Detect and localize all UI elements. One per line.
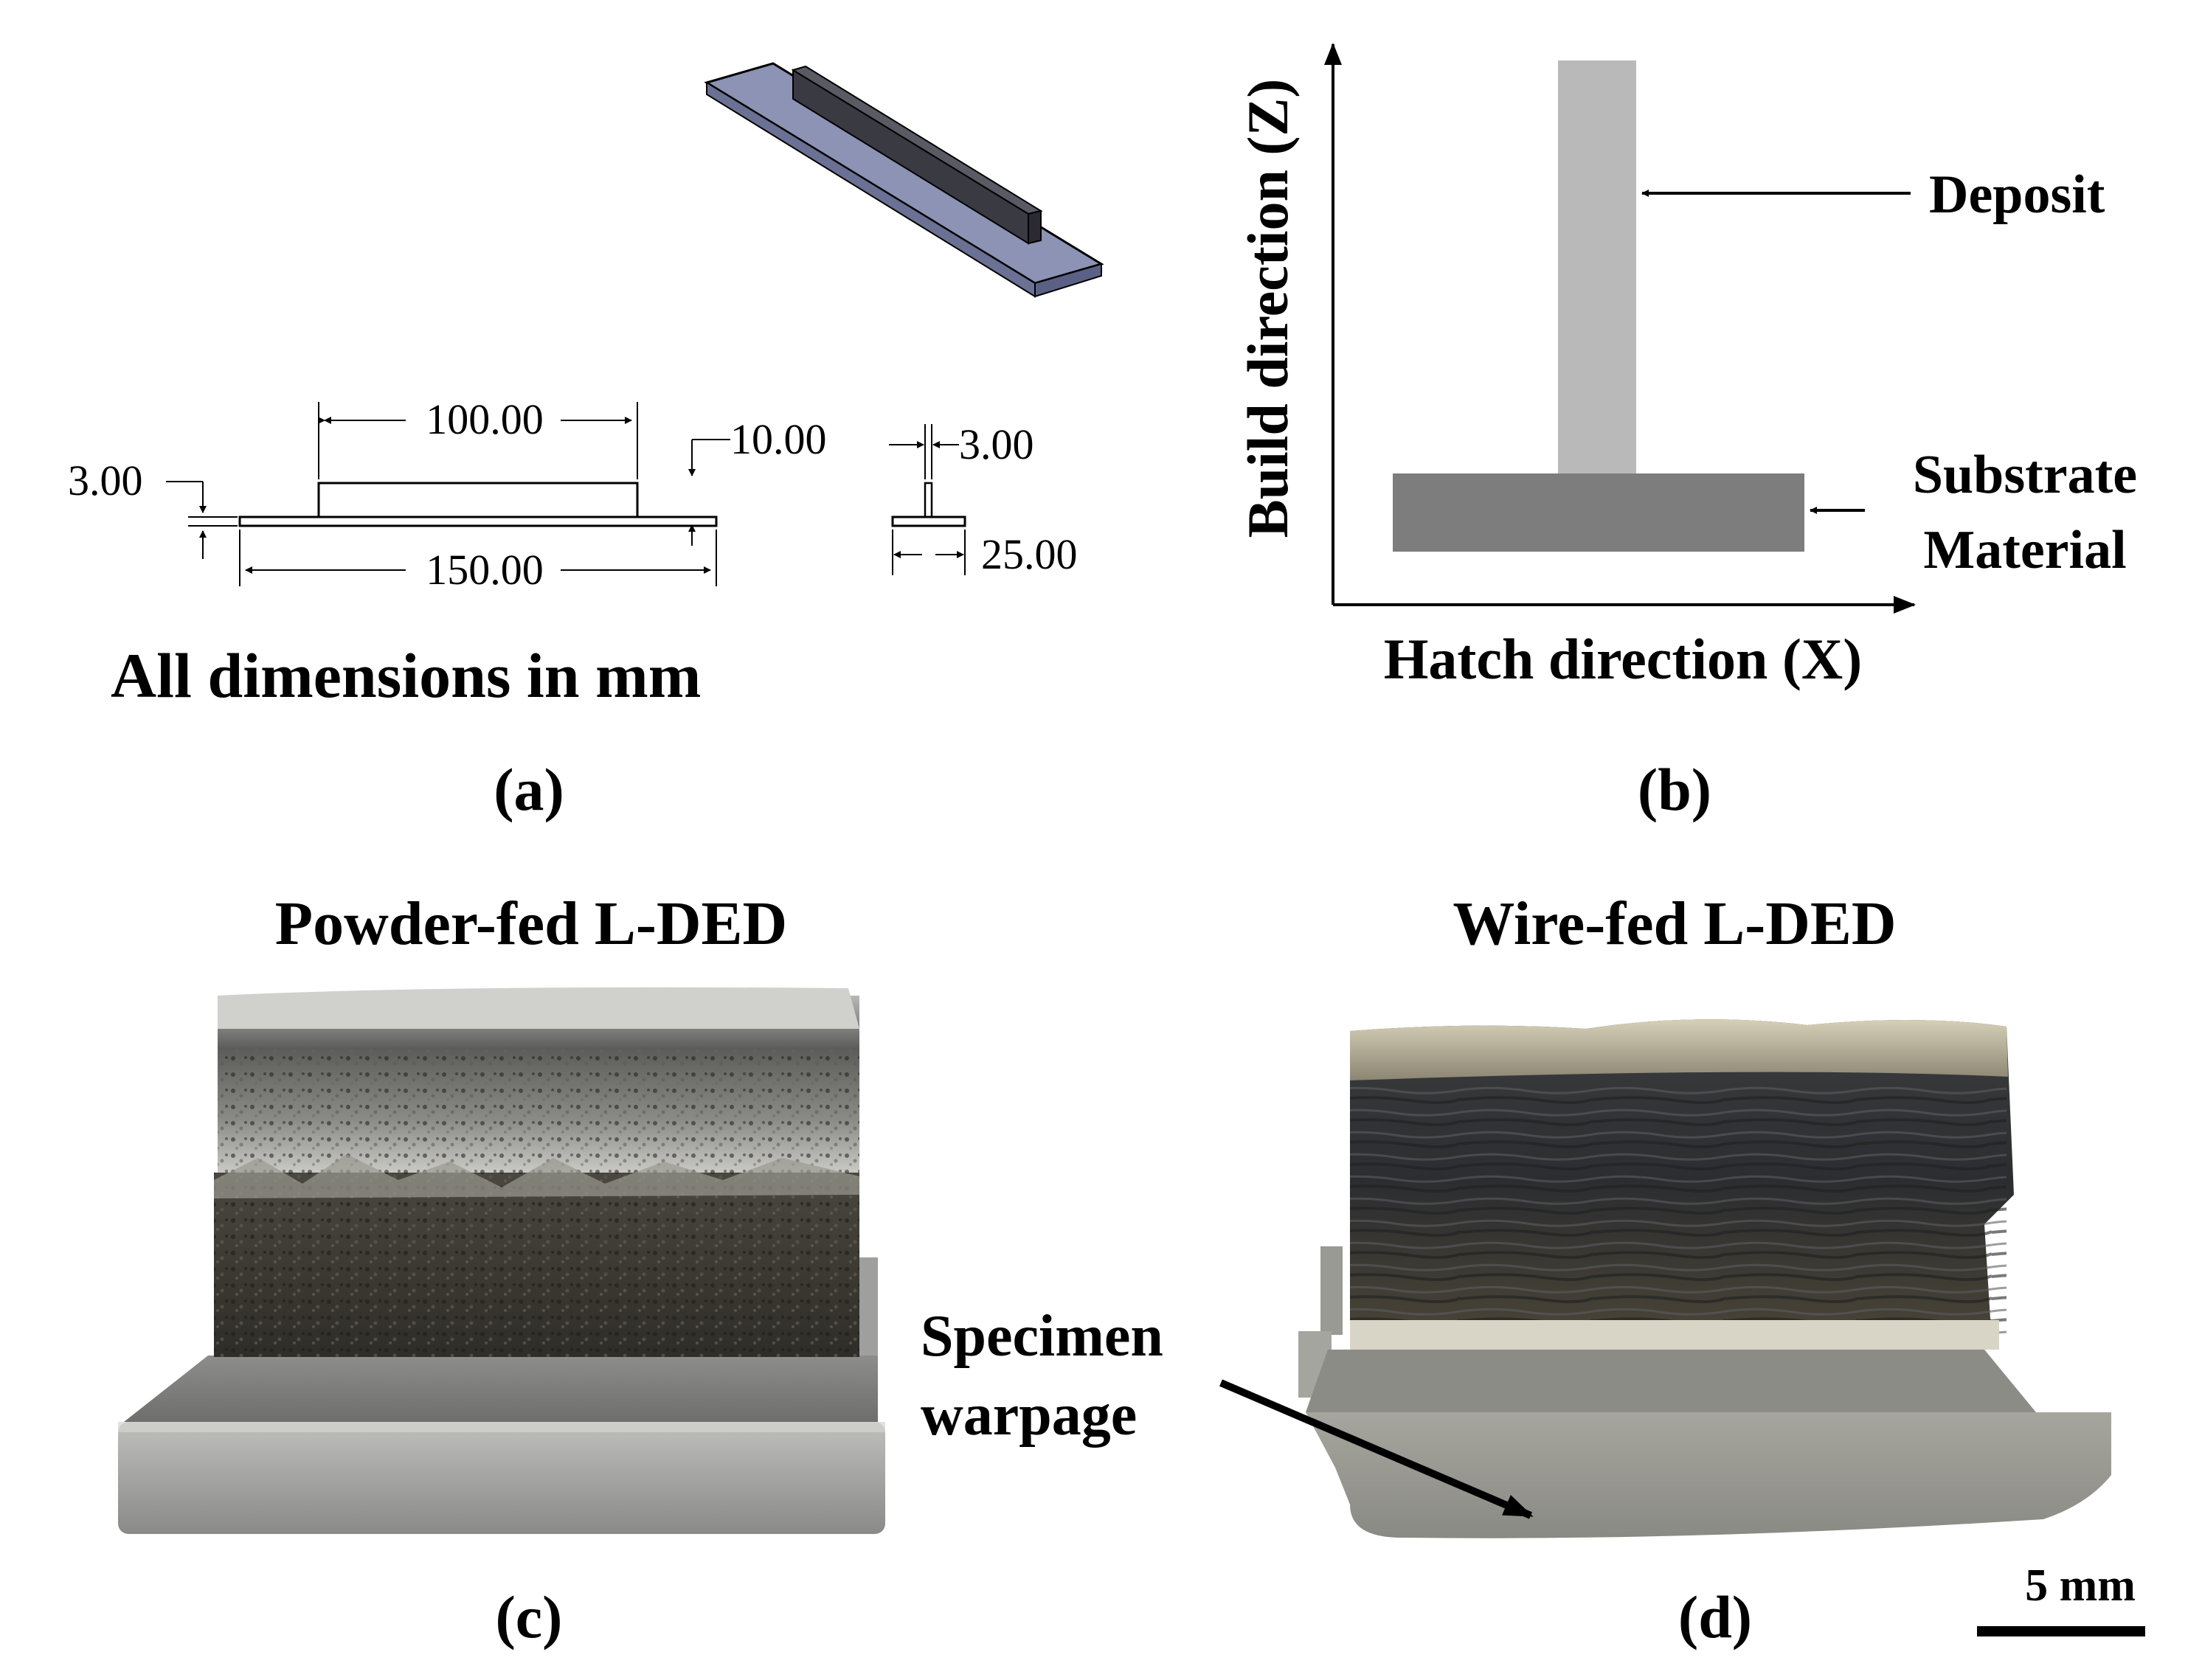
powder-plate-top: [124, 1356, 878, 1422]
warpage-arrow: [1219, 1379, 1534, 1519]
units-caption: All dimensions in mm: [111, 640, 701, 711]
warpage-label-line1: Specimen: [921, 1304, 1163, 1369]
isometric-part-view: [704, 62, 1104, 298]
wire-plate-top: [1306, 1350, 2036, 1412]
iso-deposit-wall-end: [1028, 209, 1042, 245]
panel-label-a: (a): [494, 756, 564, 823]
dim-label-3-right: 3.00: [959, 420, 1034, 468]
y-axis-label: Build direction (Z): [1236, 79, 1300, 538]
warpage-label-line2: warpage: [921, 1383, 1137, 1448]
dimension-drawing-end: [889, 424, 966, 575]
side-plate-outline: [238, 516, 718, 527]
side-wall-outline: [317, 482, 639, 518]
wire-fed-specimen-photo: [1298, 1019, 2111, 1538]
x-axis-label: Hatch direction (X): [1384, 627, 1862, 691]
iso-substrate-plate: [704, 62, 1104, 285]
dimension-drawing-side: [166, 402, 730, 586]
dim-label-25: 25.00: [981, 530, 1078, 578]
panel-d-title: Wire-fed L-DED: [1453, 889, 1896, 958]
dim-label-3-left: 3.00: [68, 457, 143, 504]
dim-label-10: 10.00: [730, 415, 827, 463]
dim-label-100: 100.00: [426, 395, 544, 443]
panel-label-d: (d): [1678, 1583, 1752, 1651]
substrate-label-line2: Material: [1923, 520, 2126, 580]
powder-plate-front: [118, 1422, 885, 1534]
panel-c-title: Powder-fed L-DED: [275, 889, 787, 958]
deposit-label: Deposit: [1929, 164, 2105, 225]
deposit-bar: [1558, 60, 1636, 473]
panel-label-b: (b): [1638, 756, 1711, 823]
scale-bar: [1977, 1626, 2145, 1636]
panel-label-c: (c): [495, 1583, 562, 1651]
powder-fed-specimen-photo: [118, 987, 885, 1534]
substrate-bar: [1393, 473, 1804, 552]
panel-a: 100.00 150.00 10.00 3.00 3.00 25.00 All …: [68, 62, 1104, 823]
scale-bar-label: 5 mm: [2025, 1561, 2136, 1611]
substrate-label-line1: Substrate: [1913, 445, 2137, 505]
dim-label-150: 150.00: [426, 546, 544, 594]
wire-plate-front: [1306, 1412, 2111, 1538]
end-wall-outline: [924, 482, 933, 518]
panel-d: Wire-fed L-DED Specimen warpage 5 mm (d): [921, 889, 2145, 1651]
iso-substrate-edge-right: [1034, 263, 1102, 298]
panel-b: Deposit Substrate Material Hatch directi…: [1236, 43, 2137, 823]
panel-c: Powder-fed L-DED (c): [118, 889, 885, 1651]
end-plate-outline: [891, 516, 966, 527]
